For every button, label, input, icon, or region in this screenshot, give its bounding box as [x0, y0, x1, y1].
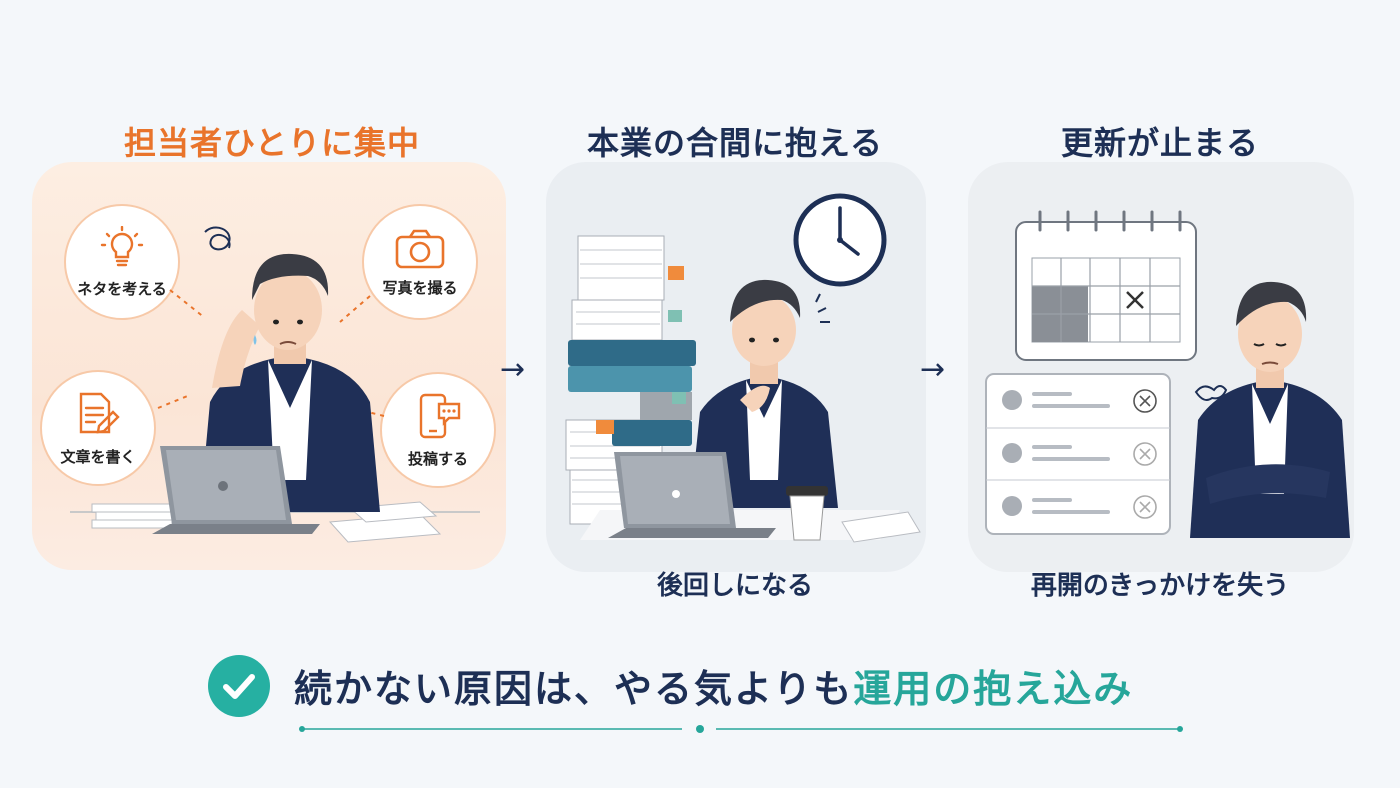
- clock-icon: [793, 193, 887, 287]
- task-label-idea: ネタを考える: [77, 279, 167, 298]
- smartphone-chat-icon: [419, 393, 461, 438]
- task-bubble-write: 文章を書く: [40, 370, 156, 486]
- task-label-post: 投稿する: [407, 449, 468, 468]
- arms-crossed-man-figure: [1190, 281, 1350, 538]
- flow-arrow-2: →: [920, 352, 946, 387]
- coffee-cup-icon: [786, 486, 828, 541]
- step3-title: 更新が止まる: [1060, 124, 1259, 162]
- step2-title: 本業の合間に抱える: [586, 124, 884, 162]
- check-circle-icon: [208, 655, 270, 717]
- task-label-write: 文章を書く: [60, 447, 136, 466]
- stress-scribble-icon: [204, 226, 231, 251]
- conclusion-text: 続かない原因は、やる気よりも運用の抱え込み: [294, 655, 1194, 715]
- binders: [568, 340, 696, 446]
- step1-title: 担当者ひとりに集中: [123, 124, 421, 162]
- task-label-photo: 写真を撮る: [382, 278, 458, 297]
- step3-caption: 再開のきっかけを失う: [1030, 571, 1290, 601]
- document-pen-icon: [79, 392, 120, 433]
- flow-arrow-1: →: [500, 352, 526, 387]
- camera-icon: [395, 229, 445, 268]
- post-list-card: [985, 373, 1171, 535]
- thinking-man-figure: [690, 279, 838, 508]
- task-bubble-photo: 写真を撮る: [362, 204, 478, 320]
- task-bubble-post: 投稿する: [380, 372, 496, 488]
- calendar-icon: [1015, 210, 1197, 361]
- lightbulb-icon: [100, 225, 144, 266]
- conclusion-highlight: 運用の抱え込み: [853, 666, 1134, 711]
- laptop: [152, 446, 320, 534]
- task-bubble-idea: ネタを考える: [64, 204, 180, 320]
- step2-caption: 後回しになる: [656, 571, 813, 601]
- conclusion-main: 続かない原因は、やる気よりも: [294, 666, 854, 711]
- conclusion-underline: [299, 725, 1183, 733]
